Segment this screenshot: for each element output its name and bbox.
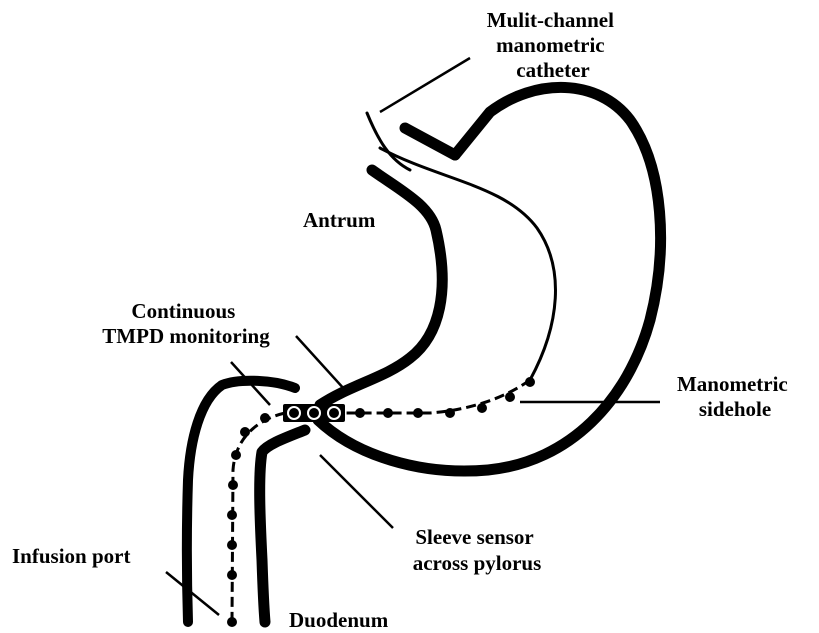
- sidehole-dot: [231, 450, 241, 460]
- sidehole-dot: [477, 403, 487, 413]
- sleeve-label-line-2: across pylorus: [413, 551, 542, 575]
- sidehole-dot: [525, 377, 535, 387]
- sleeve-label: Sleeve sensor across pylorus: [413, 525, 542, 575]
- tmpd-label-line-1: Continuous: [131, 299, 235, 323]
- sidehole-dot: [227, 617, 237, 627]
- esophagus-wall: [367, 113, 410, 170]
- cardia-notch: [405, 128, 455, 155]
- tmpd-label: Continuous TMPD monitoring: [102, 299, 270, 348]
- sidehole-dot: [383, 408, 393, 418]
- sidehole-dot: [227, 510, 237, 520]
- catheter-tube: [232, 380, 530, 620]
- catheter-label-line-1: Mulit-channel: [487, 8, 614, 32]
- sleeve-sensor: [283, 404, 345, 422]
- sidehole-label: Manometric sidehole: [677, 372, 793, 421]
- lesser-curvature-wall: [320, 170, 442, 405]
- tmpd-port: [308, 407, 320, 419]
- tmpd-port: [288, 407, 300, 419]
- antrum-label: Antrum: [303, 208, 376, 232]
- catheter-label-line-2: manometric: [496, 33, 604, 57]
- sidehole-dot: [505, 392, 515, 402]
- sidehole-dot: [228, 480, 238, 490]
- inner-greater-curvature: [380, 148, 555, 380]
- infusion-label: Infusion port: [12, 544, 130, 568]
- duodenum-label: Duodenum: [289, 608, 389, 632]
- tmpd-label-line-2: TMPD monitoring: [102, 324, 270, 348]
- tmpd-leader-right: [296, 336, 345, 390]
- sleeve-label-line-1: Sleeve sensor: [415, 525, 533, 549]
- catheter-leader: [380, 58, 470, 112]
- sidehole-dot: [413, 408, 423, 418]
- sidehole-dot: [355, 408, 365, 418]
- tmpd-port: [328, 407, 340, 419]
- manometric-catheter: [232, 380, 530, 620]
- pylorus-upper-wall: [187, 381, 295, 622]
- sleeve-leader: [320, 455, 393, 528]
- sidehole-label-line-1: Manometric: [677, 372, 788, 396]
- sidehole-label-line-2: sidehole: [699, 397, 771, 421]
- sidehole-dot: [227, 570, 237, 580]
- catheter-label: Mulit-channel manometric catheter: [487, 8, 619, 82]
- sidehole-dot: [445, 408, 455, 418]
- catheter-label-line-3: catheter: [516, 58, 589, 82]
- sidehole-dot: [240, 427, 250, 437]
- sidehole-dot: [227, 540, 237, 550]
- sidehole-dot: [260, 413, 270, 423]
- duodenum-inner-wall: [260, 430, 305, 622]
